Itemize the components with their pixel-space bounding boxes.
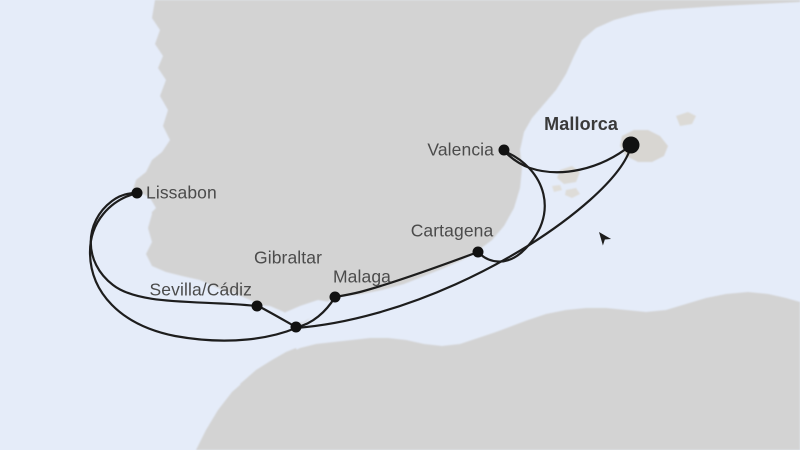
port-label-gibraltar: Gibraltar bbox=[253, 247, 323, 268]
port-dot-cartagena[interactable] bbox=[472, 246, 484, 258]
gibraltar-strait-water bbox=[276, 300, 330, 324]
port-dot-mallorca[interactable] bbox=[622, 136, 640, 154]
port-dot-gibraltar[interactable] bbox=[290, 321, 302, 333]
port-label-cadiz: Sevilla/Cádiz bbox=[149, 279, 252, 300]
north-africa-land bbox=[196, 292, 800, 450]
port-label-valencia: Valencia bbox=[427, 139, 494, 160]
route-direction-arrow bbox=[599, 232, 612, 246]
port-label-cartagena: Cartagena bbox=[410, 220, 494, 241]
port-dot-cadiz[interactable] bbox=[251, 300, 263, 312]
menorca-island-land bbox=[676, 112, 696, 126]
port-dot-lissabon[interactable] bbox=[131, 187, 143, 199]
islet-land bbox=[552, 185, 562, 192]
port-dots bbox=[131, 136, 640, 333]
formentera-island-land bbox=[565, 188, 580, 198]
route-mallorca-valencia bbox=[502, 143, 633, 174]
route-lissabon-gibraltar bbox=[88, 191, 298, 342]
port-label-malaga: Malaga bbox=[333, 266, 391, 287]
route-gibraltar-mallorca bbox=[294, 144, 633, 330]
tagus-estuary-water bbox=[136, 192, 156, 214]
port-label-lissabon: Lissabon bbox=[146, 182, 217, 203]
port-dot-valencia[interactable] bbox=[498, 144, 510, 156]
alboran-sea-water bbox=[296, 244, 512, 340]
route-valencia-cartagena bbox=[477, 149, 546, 263]
route-cadiz-lissabon bbox=[89, 191, 259, 308]
port-dot-malaga[interactable] bbox=[329, 291, 341, 303]
iberian-peninsula-land bbox=[133, 0, 800, 326]
route-cartagena-malaga bbox=[333, 250, 480, 299]
port-label-mallorca: Mallorca bbox=[544, 114, 618, 134]
morocco-coast-land bbox=[240, 348, 300, 404]
